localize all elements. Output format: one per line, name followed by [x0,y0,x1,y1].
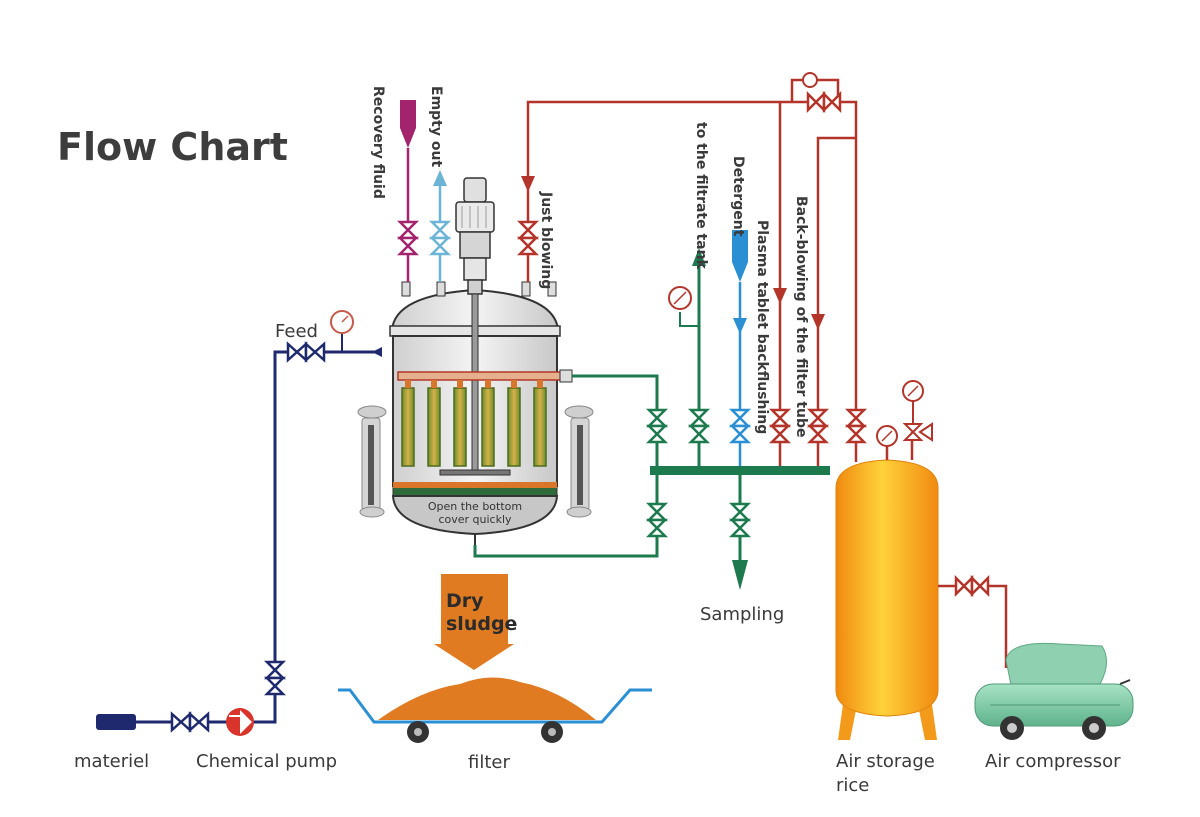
chemical-pump-icon[interactable] [226,708,254,736]
feed-pressure-gauge-icon [330,310,354,352]
diagram-title: Flow Chart [57,125,288,169]
dry-sludge-arrow [434,574,514,670]
dry-sludge-label-line1: Dry [446,590,484,612]
filtrate-lines [473,262,742,560]
air-compressor-label: Air compressor [985,751,1121,772]
air-header-valve-icon[interactable] [806,90,842,114]
bottom-outlet-valve-icon[interactable] [645,502,669,538]
filtrate-manifold [650,466,830,475]
agitator-motor [439,177,511,476]
materiel-label: materiel [74,751,149,772]
materiel-inlet [96,714,136,730]
air-storage-label-line2: rice [836,775,869,796]
feed-vertical-valve-icon[interactable] [263,660,287,696]
air-tank-gauge-icon [876,425,898,447]
detergent-valve-icon[interactable] [728,408,752,444]
compressor-air-line [938,584,1008,668]
air-tank-inlet-valve-icon[interactable] [844,408,868,444]
empty-out-label: Empty out [428,86,444,167]
filter-tubes [397,369,573,467]
air-storage-tank [835,432,939,740]
materiel-valve-icon[interactable] [170,711,210,733]
reactor-outlet-valve-icon[interactable] [645,408,669,444]
feed-valve-icon[interactable] [286,341,326,363]
recovery-fluid-line [400,100,416,282]
filter-cart [338,677,652,743]
bottom-cover-label-line2: cover quickly [438,513,512,526]
bottom-cover-label-line1: Open the bottom [428,500,522,513]
filtrate-tank-label: to the filtrate tank [693,122,709,270]
detergent-label: Detergent [730,156,746,237]
empty-out-valve-icon[interactable] [428,220,452,256]
air-compressor [974,642,1134,740]
dry-sludge-label-line2: sludge [446,613,517,635]
reactor-vessel [357,281,594,545]
filter-label: filter [468,752,510,773]
chemical-pump-label: Chemical pump [196,751,337,772]
compressor-valve-icon[interactable] [954,574,990,598]
feed-line [135,350,380,724]
recovery-fluid-label: Recovery fluid [370,86,386,199]
plasma-backflush-valve-icon[interactable] [768,408,792,444]
plasma-backflushing-label: Plasma tablet backflushing [754,220,770,434]
just-blowing-label: Just blowing [538,191,554,289]
sampling-valve-icon[interactable] [728,502,752,538]
just-blowing-valve-icon[interactable] [516,220,540,256]
safety-valve-icon[interactable] [902,380,933,442]
filtrate-gauge-icon [668,286,699,327]
sampling-label: Sampling [700,604,784,625]
back-blowing-valve-icon[interactable] [806,408,830,444]
back-blowing-label: Back-blowing of the filter tube [793,196,809,438]
filtrate-tank-valve-icon[interactable] [687,408,711,444]
feed-label: Feed [275,321,318,342]
air-storage-label-line1: Air storage [836,751,935,772]
air-header-gauge-icon [802,72,818,88]
recovery-fluid-valve-icon[interactable] [396,220,420,256]
